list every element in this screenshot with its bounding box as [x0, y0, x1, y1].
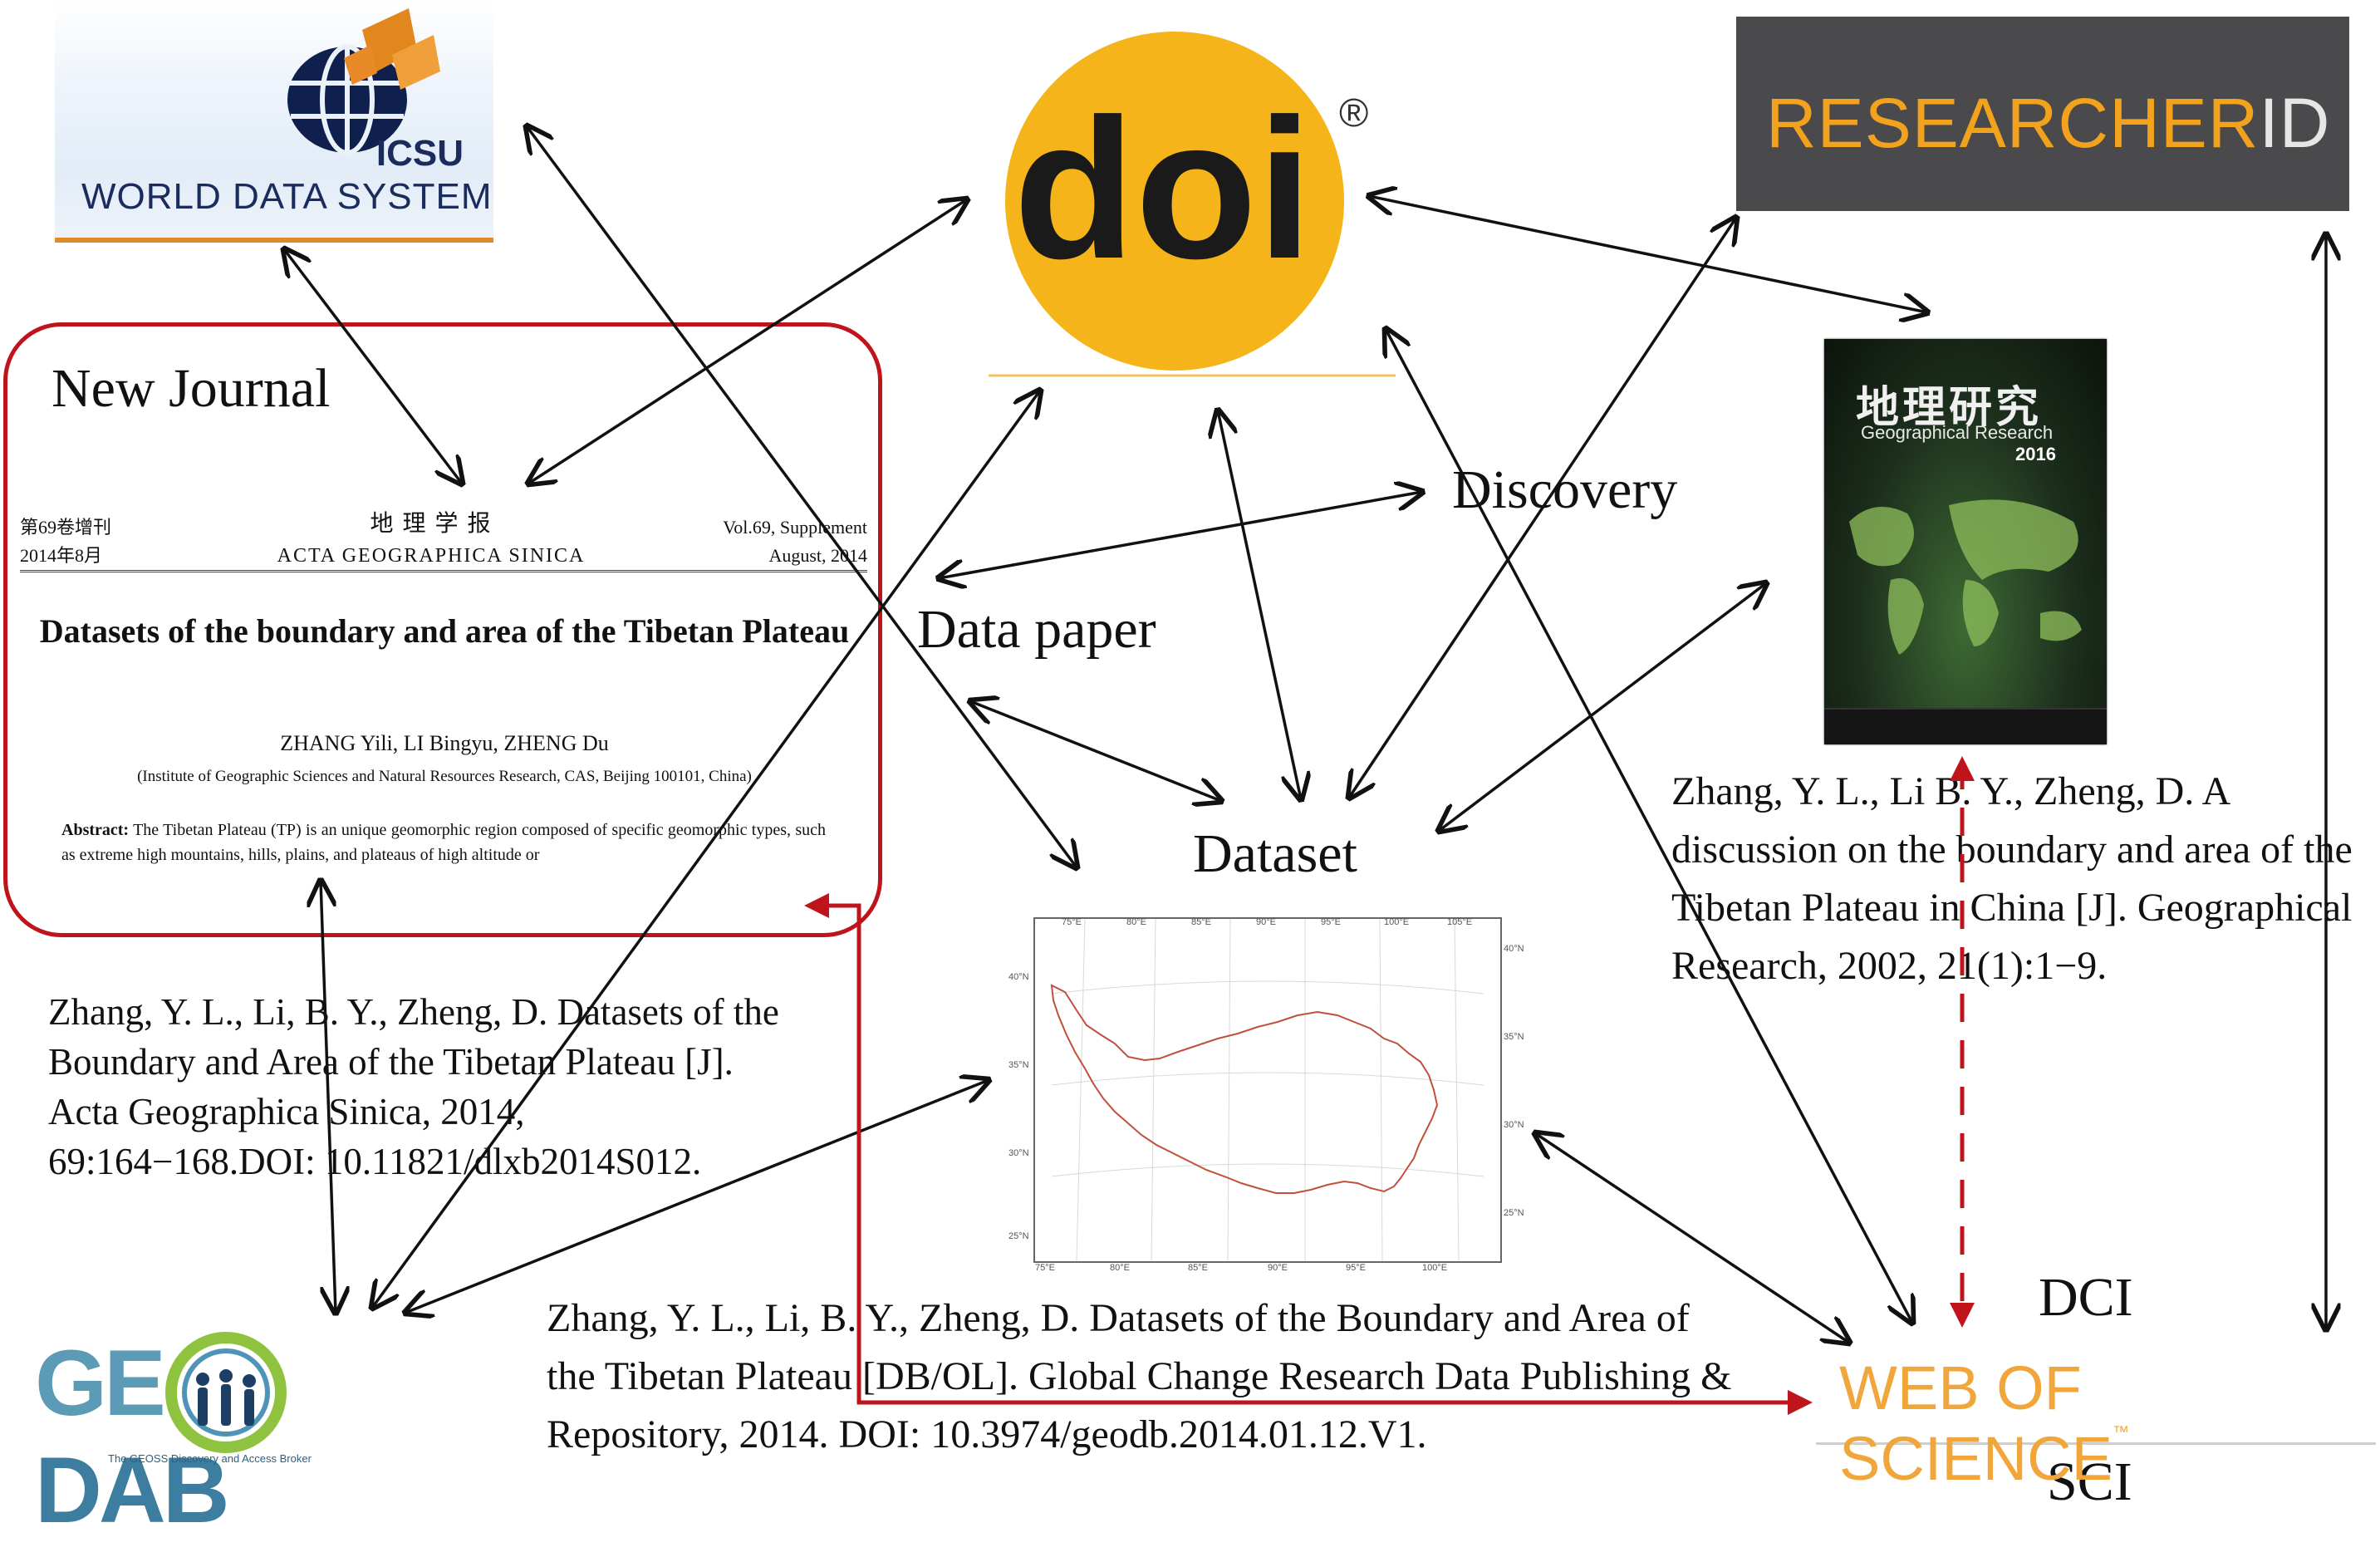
dataset-label: Dataset: [1193, 823, 1357, 884]
arrow-map-geodab: [405, 1080, 989, 1313]
arrow-cover-dataset: [1439, 583, 1766, 831]
arrow-datapaper-dataset: [970, 701, 1221, 801]
researcherid-logo: RESEARCHERID: [1736, 17, 2349, 211]
abstract-label: Abstract:: [61, 821, 130, 839]
date-cn: 2014年8月: [20, 545, 103, 566]
arrow-wds-newjournal: [284, 249, 462, 484]
globe-icon: [287, 8, 440, 155]
arrow-map-wos: [1535, 1133, 1849, 1343]
geodab-logo: GEDAB The GEOSS Discovery and Access Bro…: [35, 1331, 312, 1542]
icsu-text: ICSU: [375, 133, 464, 174]
researcherid-part1: RESEARCHER: [1766, 84, 2260, 162]
doi-logo: doi ®: [989, 32, 1396, 377]
web-of-science-logo: WEB OF SCIENCE™: [1816, 1344, 2376, 1493]
arrow-doi-geodab: [372, 390, 1040, 1308]
researcherid-part2: ID: [2259, 84, 2331, 162]
arrow-doi-wos: [1386, 329, 1912, 1323]
geodab-subtitle: The GEOSS Discovery and Access Broker: [108, 1452, 312, 1465]
arrow-newjournal-geodab: [321, 881, 336, 1313]
arrow-doi-researchercover: [1369, 196, 1927, 312]
world-data-system-text: WORLD DATA SYSTEM: [81, 176, 493, 217]
red-arrow-wos-newjournal: [804, 893, 1813, 1415]
registered-mark: ®: [1339, 91, 1368, 135]
volume-cn: 第69卷增刊: [20, 517, 112, 538]
dci-label: DCI: [2039, 1267, 2133, 1328]
arrow-rid-dataset: [1349, 218, 1736, 798]
wos-trademark: ™: [2112, 1423, 2129, 1442]
arrow-doi-dataset: [1218, 410, 1301, 799]
arrow-doi-newjournal: [528, 199, 967, 484]
arrow-wds-dataset: [527, 126, 1077, 867]
icsu-wds-logo: ICSU WORLD DATA SYSTEM: [55, 0, 493, 243]
arrow-datapaper-discovery: [939, 492, 1422, 578]
people-ring-icon: [165, 1332, 287, 1453]
cover-year: 2016: [2015, 444, 2056, 464]
journal-volume-cn: 第69卷增刊 2014年8月: [20, 513, 111, 570]
wds-underline: [55, 238, 493, 243]
sci-label: SCI: [2047, 1451, 2132, 1512]
web-of-science-text: WEB OF SCIENCE: [1839, 1353, 2113, 1493]
